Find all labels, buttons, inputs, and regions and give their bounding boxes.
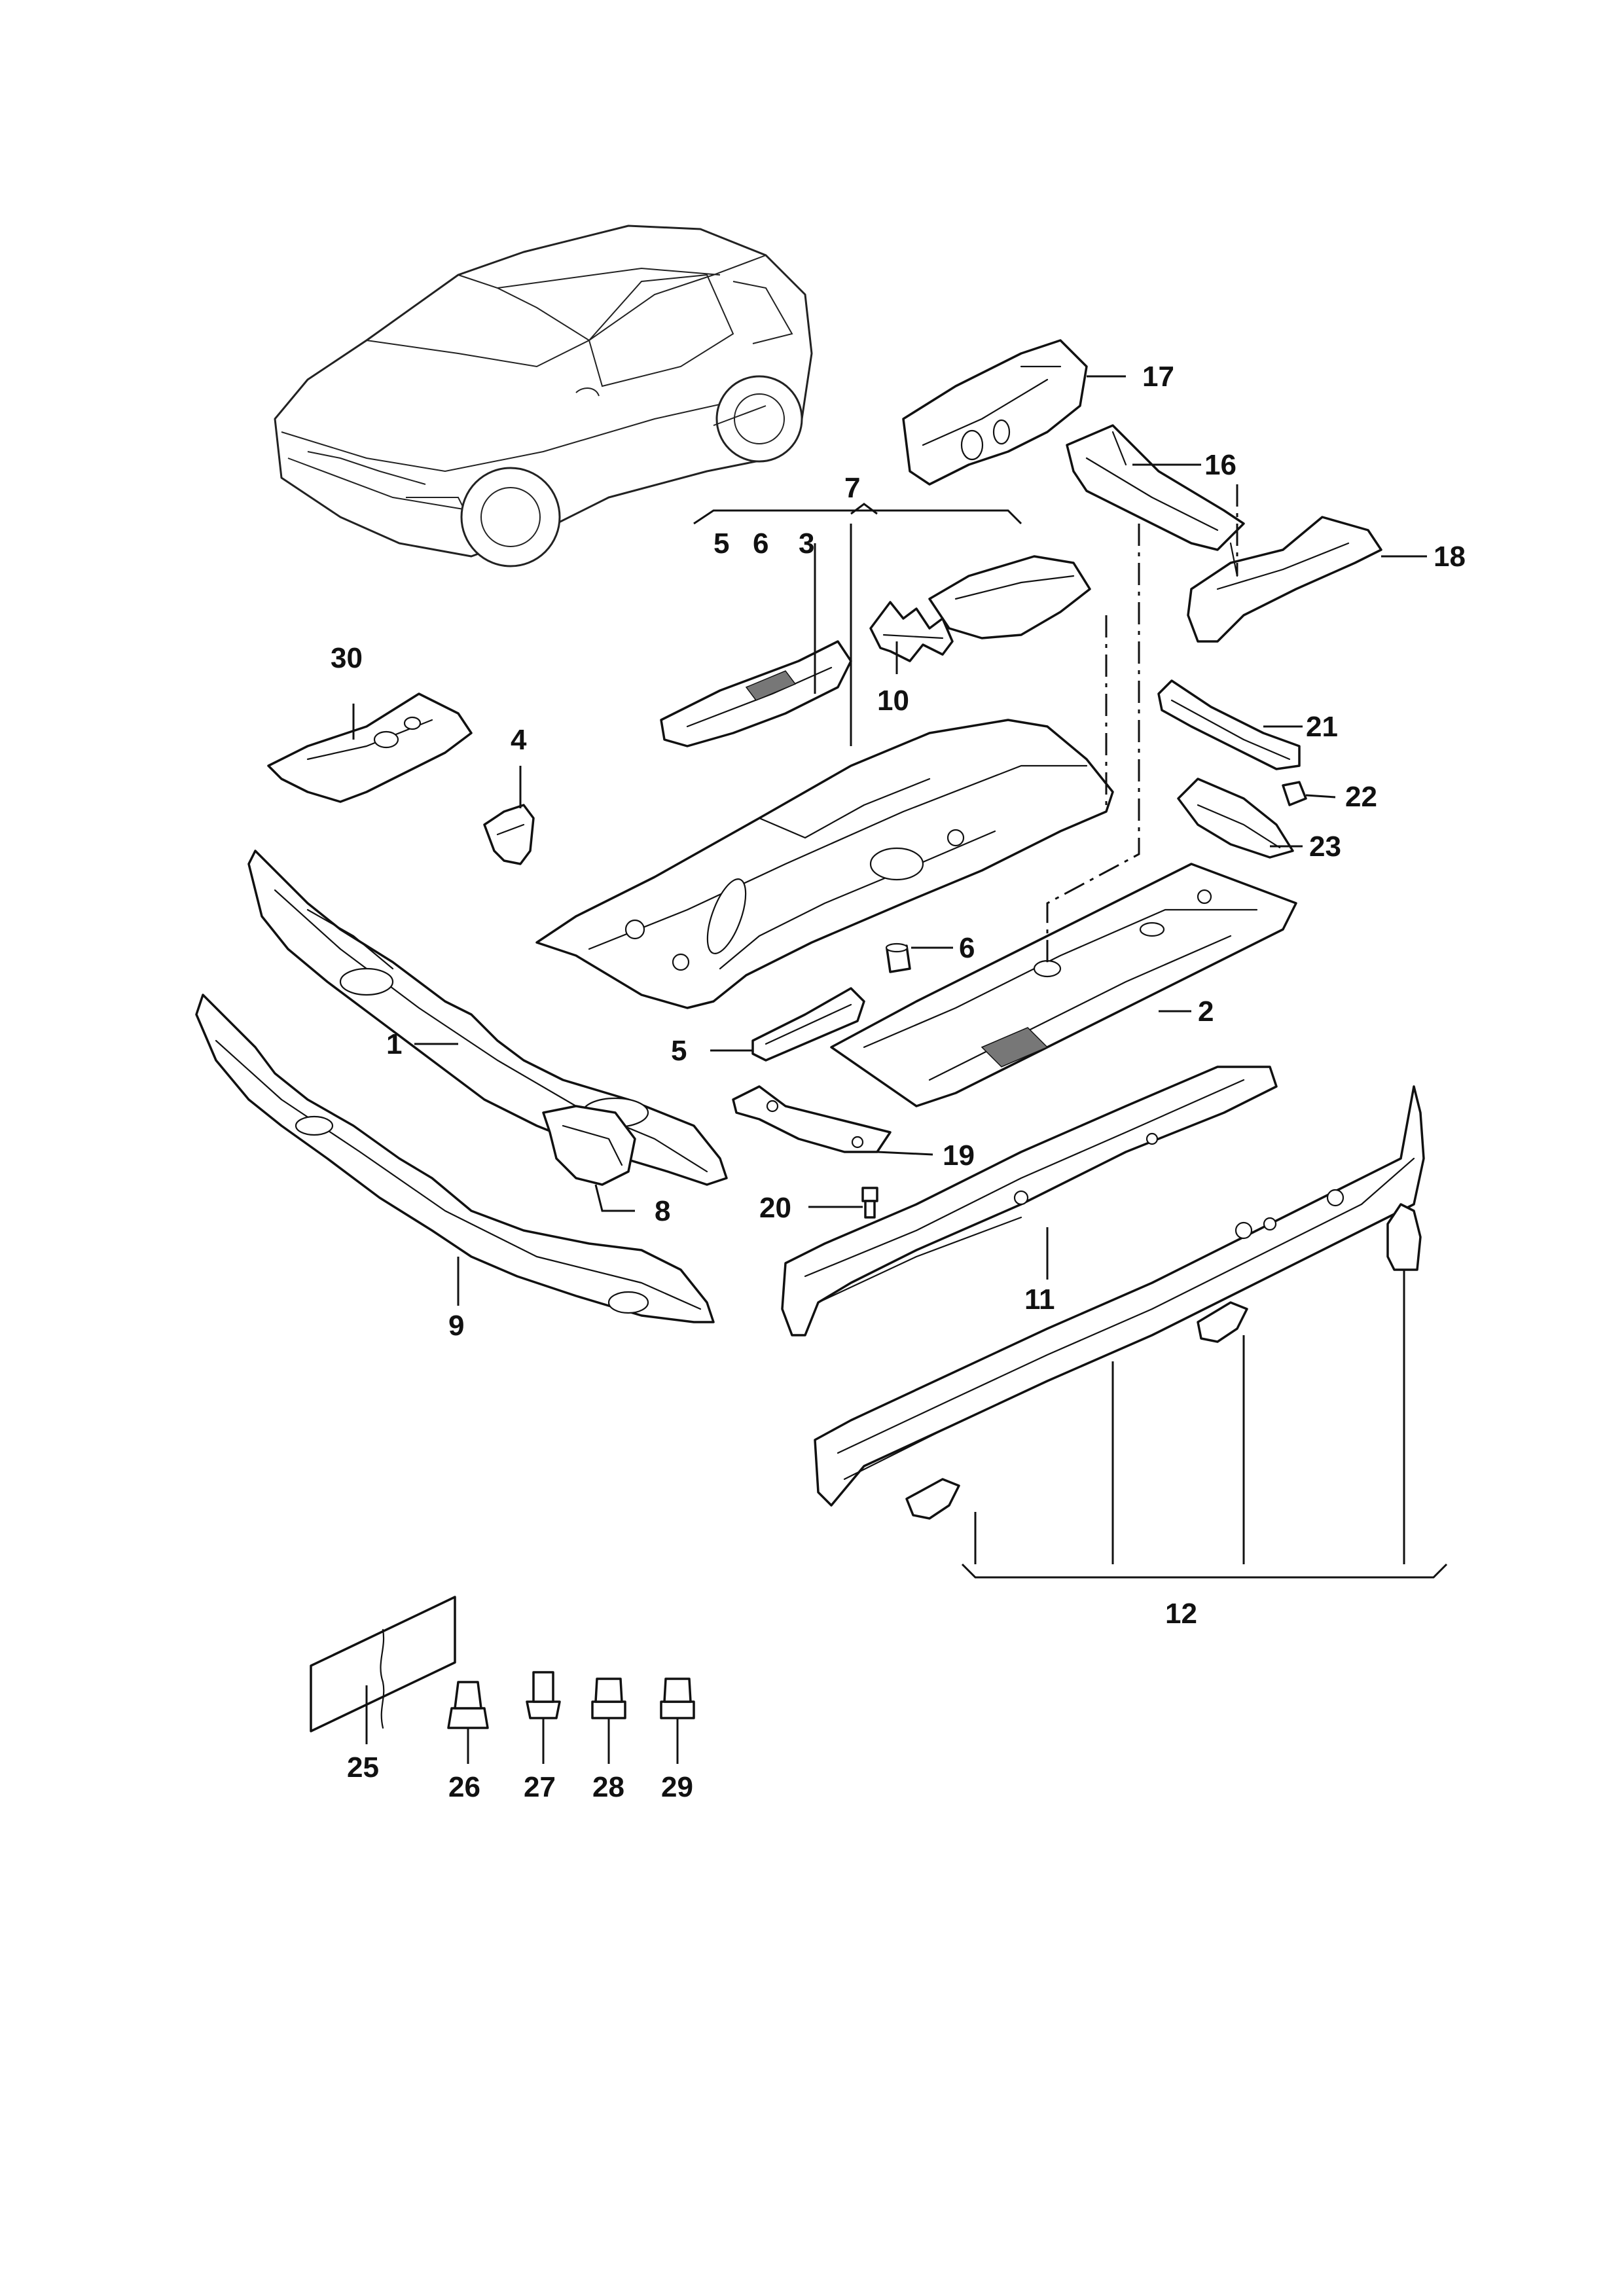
part-8 [542,1105,636,1186]
callout-9: 9 [448,1310,464,1342]
callout-5-top: 5 [713,528,729,560]
callout-labels: 17 16 18 7 5 6 3 10 30 4 21 22 23 6 2 5 … [331,361,1466,1803]
callout-26: 26 [448,1771,480,1803]
part-5 [751,987,865,1062]
part-6-nut [885,942,911,973]
part-2 [830,863,1297,1107]
callout-7: 7 [844,472,860,504]
part-18 [1187,516,1382,643]
part-30 [267,692,473,803]
part-7-upper-component [928,555,1091,639]
part-12-clip-middle [1197,1301,1248,1343]
part-29-fastener [660,1677,695,1719]
reference-lines [1046,484,1238,969]
part-25 [310,1596,456,1732]
part-12-clip-left [905,1478,960,1520]
callout-10: 10 [877,685,909,717]
leader-lines [352,375,1448,1764]
callout-6-top: 6 [753,528,768,560]
callout-17: 17 [1142,361,1174,393]
callout-3: 3 [799,528,814,560]
callout-11: 11 [1024,1283,1055,1316]
part-12-sill [814,1085,1425,1507]
part-21 [1157,679,1301,770]
main-floor-pan [535,719,1114,1009]
part-26-fastener [447,1681,489,1729]
part-11 [781,1066,1278,1336]
callout-16: 16 [1204,449,1236,481]
part-17 [902,339,1088,486]
part-10 [869,601,954,662]
part-27-fastener [526,1671,561,1719]
callout-20: 20 [759,1192,791,1224]
part-3 [660,640,852,747]
part-22 [1282,781,1307,806]
part-20-bolt [861,1187,878,1219]
callout-5-bottom: 5 [671,1035,687,1067]
callout-6-bottom: 6 [959,932,975,964]
callout-27: 27 [524,1771,556,1803]
callout-30: 30 [331,642,363,674]
part-12-clip-right [1386,1203,1422,1271]
callout-29: 29 [661,1771,693,1803]
callout-18: 18 [1434,541,1466,573]
part-19 [732,1085,892,1153]
callout-4: 4 [511,724,527,756]
part-23 [1177,778,1294,859]
callout-12: 12 [1165,1598,1197,1630]
callout-8: 8 [655,1195,670,1227]
callout-21: 21 [1306,711,1338,743]
callout-22: 22 [1345,781,1377,813]
callout-2: 2 [1198,996,1214,1028]
part-9 [195,994,715,1323]
vehicle-illustration [274,224,813,567]
callout-25: 25 [347,1751,379,1784]
part-4 [483,804,535,865]
callout-1: 1 [386,1028,402,1060]
callout-19: 19 [943,1139,975,1172]
part-16 [1066,424,1245,551]
callout-23: 23 [1309,831,1341,863]
callout-28: 28 [592,1771,624,1803]
part-28-fastener [591,1677,626,1719]
